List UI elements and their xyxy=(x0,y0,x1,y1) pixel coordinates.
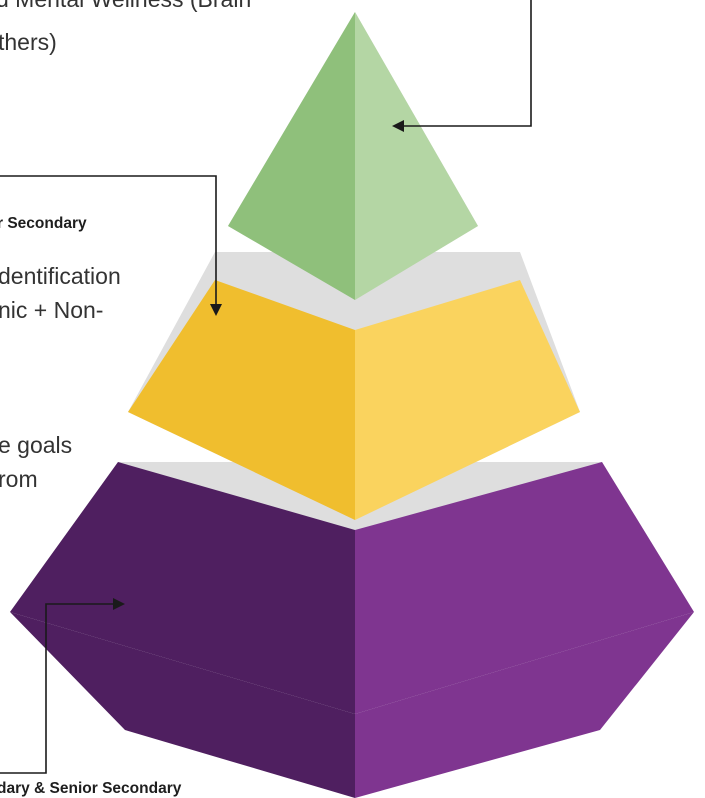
bottom-tier-front-left xyxy=(10,462,355,714)
arrow-head-icon xyxy=(113,598,125,610)
top-text-line-2: thers) xyxy=(0,29,57,55)
mid-lower-text-line-2: rom xyxy=(0,466,38,492)
arrow-head-icon xyxy=(210,304,222,316)
bottom-heading: dary & Senior Secondary xyxy=(0,780,182,797)
top-tier-right-face xyxy=(355,12,478,300)
bottom-tier-left-face xyxy=(10,612,355,798)
top-connector-line xyxy=(402,0,532,127)
middle-connector-line xyxy=(0,175,217,306)
middle-tier-right-face xyxy=(355,280,580,520)
middle-text-line-1: dentification xyxy=(0,263,121,289)
arrow-head-icon xyxy=(392,120,404,132)
bottom-tier-right-face xyxy=(355,612,694,798)
top-text-line-1: d Mental Wellness (Brain xyxy=(0,0,251,17)
top-tier-left-face xyxy=(228,12,355,300)
middle-text-line-2: nic + Non- xyxy=(0,297,104,323)
middle-heading: r Secondary xyxy=(0,215,87,232)
bottom-tier-front-right xyxy=(355,462,694,714)
bottom-connector-line xyxy=(0,603,115,774)
mid-lower-text-line-1: e goals xyxy=(0,432,73,458)
middle-tier-left-face xyxy=(128,280,355,520)
